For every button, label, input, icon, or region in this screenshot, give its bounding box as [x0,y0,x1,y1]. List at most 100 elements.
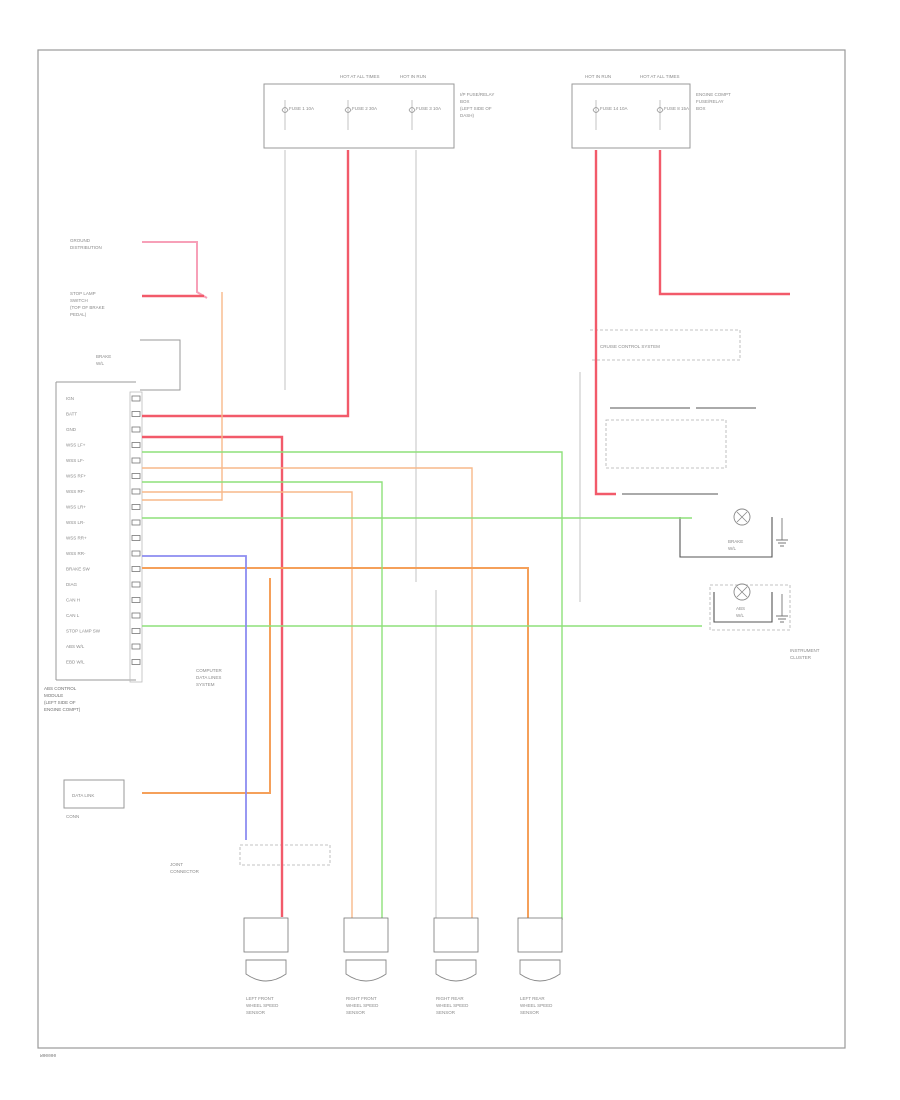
lamp-icon [733,583,751,601]
diagram-frame [37,49,846,1049]
fuse-icon [281,100,289,130]
module-pin-terminal [131,411,141,417]
lamp-icon [733,508,751,526]
sensor-label: SENSOR [520,1010,540,1015]
svg-text:(LEFT SIDE OF: (LEFT SIDE OF [44,700,76,705]
module-pin-terminal [131,504,141,510]
svg-text:CLUSTER: CLUSTER [790,655,812,660]
module-pin-label: IGN [66,396,74,401]
module-pin-terminal [131,442,141,448]
svg-text:BOX: BOX [696,106,706,111]
instrument-cluster: INSTRUMENT CLUSTER BRAKE W/L ABS W/L [679,508,820,660]
svg-text:I/P FUSE/RELAY: I/P FUSE/RELAY [460,92,494,97]
sensor-label: SENSOR [436,1010,456,1015]
svg-text:GROUND: GROUND [70,238,91,243]
svg-text:BRAKE: BRAKE [96,354,111,359]
module-pin-terminal [131,473,141,479]
module-pin-label: WSS RR+ [66,536,87,541]
module-pin-terminal [131,612,141,619]
figure-code: W00000 [40,1053,57,1059]
svg-text:(LEFT SIDE OF: (LEFT SIDE OF [460,106,492,111]
module-pin-label: WSS RF- [66,489,85,494]
svg-text:FUSE 2 30A: FUSE 2 30A [352,106,377,111]
ground-icon [776,594,788,623]
module-pin-terminal [131,535,141,541]
sensor-connector [243,917,289,953]
fuse-icon [344,100,352,130]
sensor-label: SENSOR [346,1010,366,1015]
svg-text:(TOP OF BRAKE: (TOP OF BRAKE [70,305,105,310]
cruise-control-system: CRUISE CONTROL SYSTEM [590,329,756,469]
module-pin-label: WSS LF- [66,458,85,463]
joint-connector: JOINT CONNECTOR [170,844,331,874]
module-pin-terminal [131,659,141,665]
module-pin-terminal [131,519,141,526]
svg-text:ABS: ABS [736,606,745,611]
wheel-sensor-icon [245,959,287,982]
sensor-label: RIGHT FRONT [346,996,377,1001]
svg-text:W/L: W/L [728,546,736,551]
svg-text:W/L: W/L [736,613,744,618]
module-pin-label: BRAKE SW [66,567,91,572]
module-pin-terminal [131,643,141,650]
sensor-label: RIGHT REAR [436,996,464,1001]
svg-text:JOINT: JOINT [170,862,183,867]
svg-text:CRUISE CONTROL SYSTEM: CRUISE CONTROL SYSTEM [600,344,660,349]
fuse-box-left: HOT AT ALL TIMES HOT IN RUN FUSE 1 10A F… [263,74,494,149]
module-pin-label: WSS LR- [66,520,85,525]
sensor-connector [343,917,389,953]
svg-text:W/L: W/L [96,361,104,366]
sensor-label: WHEEL SPEED [520,1003,553,1008]
svg-text:HOT AT ALL TIMES: HOT AT ALL TIMES [640,74,680,79]
module-pin-label: WSS RF+ [66,474,86,479]
svg-text:SWITCH: SWITCH [70,298,88,303]
module-pin-terminal [131,566,141,572]
svg-text:BOX: BOX [460,99,470,104]
svg-text:FUSE 3 10A: FUSE 3 10A [416,106,441,111]
svg-text:HOT IN RUN: HOT IN RUN [585,74,611,79]
svg-text:DISTRIBUTION: DISTRIBUTION [70,245,102,250]
sensor-connector [517,917,563,953]
module-pin-label: CAN H [66,598,80,603]
svg-text:ENGINE COMPT): ENGINE COMPT) [44,707,81,712]
svg-text:ENGINE COMPT: ENGINE COMPT [696,92,731,97]
module-pin-terminal [131,597,141,603]
svg-text:STOP LAMP: STOP LAMP [70,291,96,296]
svg-text:DASH): DASH) [460,113,475,118]
computer-data-lines-note: COMPUTER DATA LINES SYSTEM [196,668,223,687]
module-pin-label: GND [66,427,77,432]
svg-text:FUSE 8 15A: FUSE 8 15A [664,106,689,111]
module-pin-terminal [131,581,141,588]
module-pin-terminal [131,395,141,402]
svg-text:COMPUTER: COMPUTER [196,668,223,673]
svg-text:FUSE 1 10A: FUSE 1 10A [289,106,314,111]
module-pin-label: ABS W/L [66,644,85,649]
sensor-label: SENSOR [246,1010,266,1015]
wheel-speed-sensor: RIGHT FRONT WHEEL SPEED SENSOR [343,917,389,1015]
svg-text:HOT AT ALL TIMES: HOT AT ALL TIMES [340,74,380,79]
module-pin-terminal [131,457,141,464]
module-pin-label: WSS RR- [66,551,86,556]
module-pin-label: DIAG [66,582,78,587]
module-pin-label: WSS LF+ [66,443,86,448]
svg-text:FUSE 14 10A: FUSE 14 10A [600,106,628,111]
svg-text:CONNECTOR: CONNECTOR [170,869,200,874]
svg-text:ABS CONTROL: ABS CONTROL [44,686,77,691]
svg-text:FUSE/RELAY: FUSE/RELAY [696,99,724,104]
module-pin-terminal [131,488,141,495]
wire-harness [142,150,790,920]
abs-control-module: ABS CONTROL MODULE (LEFT SIDE OF ENGINE … [44,381,143,712]
sensor-label: WHEEL SPEED [436,1003,469,1008]
svg-text:DATA LINES: DATA LINES [196,675,221,680]
sensor-label: WHEEL SPEED [346,1003,379,1008]
fuse-box-right: HOT IN RUN HOT AT ALL TIMES FUSE 14 10A … [571,74,731,149]
wheel-sensor-icon [345,959,387,982]
module-pin-terminal [131,628,141,634]
module-pin-label: EBD W/L [66,660,85,665]
svg-text:INSTRUMENT: INSTRUMENT [790,648,820,653]
module-pin-terminal [131,550,141,557]
